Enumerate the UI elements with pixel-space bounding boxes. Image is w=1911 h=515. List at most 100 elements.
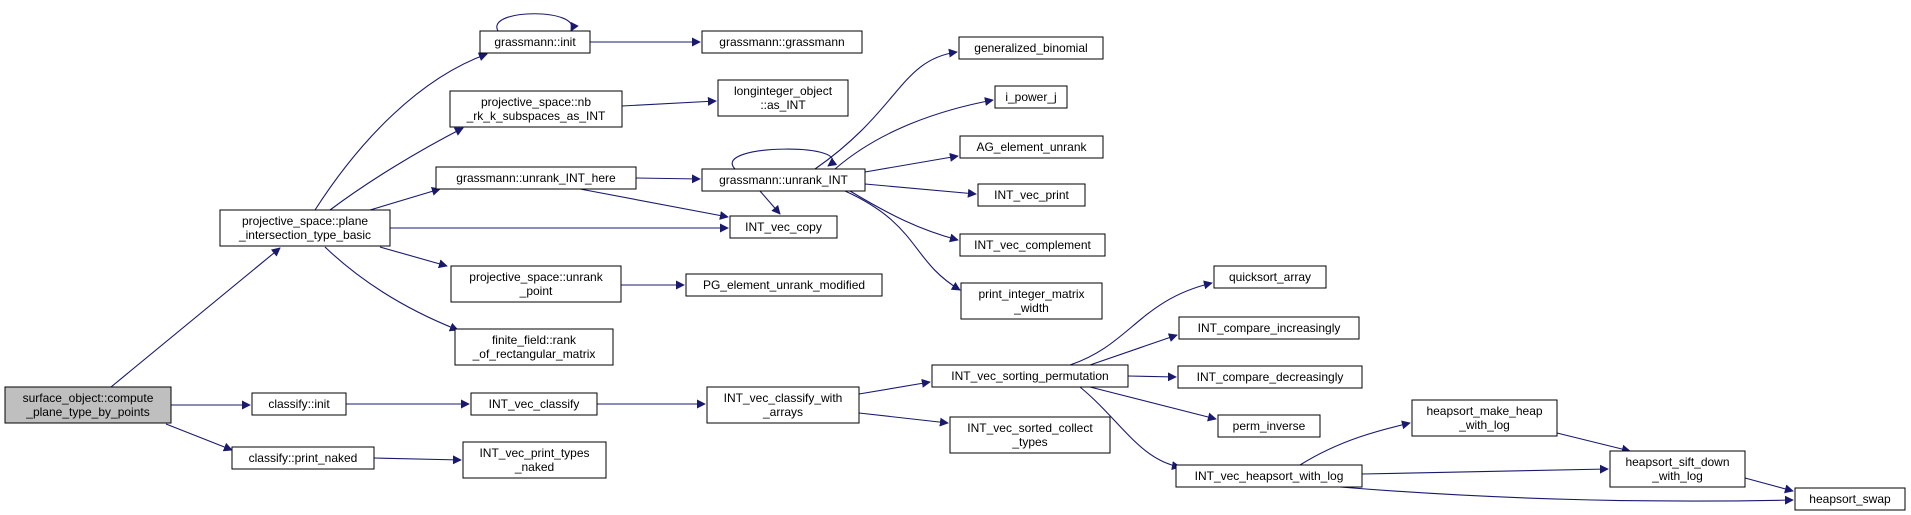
node-grass-init[interactable]: grassmann::init [479, 30, 591, 54]
edge-vec_sorting_perm-to-perm_inverse [1089, 386, 1217, 422]
node-pp-plane[interactable]: projective_space::plane_intersection_typ… [219, 209, 391, 247]
node-box[interactable] [450, 265, 622, 303]
node-label: grassmann::init [494, 35, 576, 49]
edge-path [759, 190, 781, 215]
node-quicksort[interactable]: quicksort_array [1213, 265, 1327, 289]
node-label: grassmann::unrank_INT [719, 173, 848, 187]
node-box[interactable] [462, 441, 607, 479]
edge-grass_unrank-to-ag_unrank [864, 152, 959, 173]
node-surface[interactable]: surface_object::compute_plane_type_by_po… [4, 386, 172, 424]
node-box[interactable] [470, 392, 598, 416]
node-box[interactable] [449, 90, 623, 128]
node-box[interactable] [479, 30, 591, 54]
node-ff-rank[interactable]: finite_field::rank_of_rectangular_matrix [454, 328, 614, 366]
node-vec-classify-arrays[interactable]: INT_vec_classify_with_arrays [706, 386, 860, 424]
edges-layer [110, 13, 1794, 505]
node-cmp-dec[interactable]: INT_compare_decreasingly [1177, 365, 1363, 389]
node-pp-nb-rk[interactable]: projective_space::nb_rk_k_subspaces_as_I… [449, 90, 623, 128]
node-box[interactable] [1411, 399, 1558, 437]
node-box[interactable] [959, 233, 1106, 257]
node-vec-copy[interactable]: INT_vec_copy [729, 215, 838, 239]
edge-path [1744, 477, 1794, 494]
node-cmp-inc[interactable]: INT_compare_increasingly [1178, 316, 1360, 340]
node-label: projective_space::plane [242, 214, 368, 228]
edge-path [864, 152, 959, 173]
edge-path [165, 423, 233, 452]
node-box[interactable] [251, 392, 347, 416]
node-vec-heapsort[interactable]: INT_vec_heapsort_with_log [1175, 464, 1363, 488]
node-vec-classify[interactable]: INT_vec_classify [470, 392, 598, 416]
edge-path [1089, 333, 1178, 366]
edge-grass_unrank-to-vec_print [864, 183, 977, 198]
node-classify-print[interactable]: classify::print_naked [231, 446, 375, 470]
node-box[interactable] [454, 328, 614, 366]
node-label: _with_log [1458, 418, 1510, 432]
node-box[interactable] [706, 386, 860, 424]
node-box[interactable] [931, 364, 1129, 388]
node-heap-swap[interactable]: heapsort_swap [1794, 487, 1906, 511]
node-box[interactable] [231, 446, 375, 470]
node-box[interactable] [960, 282, 1103, 320]
edge-classify_print-to-vec_print_types [373, 455, 462, 465]
node-box[interactable] [685, 273, 883, 297]
node-box[interactable] [701, 168, 866, 192]
node-label: longinteger_object [734, 84, 833, 98]
node-perm-inverse[interactable]: perm_inverse [1217, 414, 1321, 438]
node-vec-print-types[interactable]: INT_vec_print_types_naked [462, 441, 607, 479]
node-label: heapsort_swap [1809, 492, 1891, 506]
node-box[interactable] [1609, 450, 1746, 488]
node-box[interactable] [729, 215, 838, 239]
node-label: INT_vec_complement [974, 238, 1091, 252]
node-box[interactable] [701, 30, 863, 54]
node-ag-unrank[interactable]: AG_element_unrank [959, 135, 1104, 159]
node-grass-grass[interactable]: grassmann::grassmann [701, 30, 863, 54]
node-box[interactable] [717, 79, 849, 117]
node-heap-sift[interactable]: heapsort_sift_down_with_log [1609, 450, 1746, 488]
edge-path [858, 412, 949, 427]
node-vec-print[interactable]: INT_vec_print [977, 183, 1086, 207]
node-vec-sorted-collect[interactable]: INT_vec_sorted_collect_types [949, 416, 1111, 454]
node-grass-unrank-here[interactable]: grassmann::unrank_INT_here [435, 166, 637, 190]
node-box[interactable] [219, 209, 391, 247]
node-box[interactable] [1794, 487, 1906, 511]
edge-pp_plane-to-pp_nb_rk [329, 127, 464, 211]
edge-path [1556, 432, 1631, 454]
edge-path [369, 187, 441, 211]
node-pp-unrank-point[interactable]: projective_space::unrank_point [450, 265, 622, 303]
node-label: grassmann::unrank_INT_here [456, 171, 616, 185]
node-pg-unrank-mod[interactable]: PG_element_unrank_modified [685, 273, 883, 297]
node-label: grassmann::grassmann [719, 35, 844, 49]
edge-path [324, 246, 459, 332]
node-box[interactable] [1213, 265, 1327, 289]
node-box[interactable] [949, 416, 1111, 454]
node-longint-as-int[interactable]: longinteger_object::as_INT [717, 79, 849, 117]
node-box[interactable] [959, 135, 1104, 159]
node-vec-sorting-perm[interactable]: INT_vec_sorting_permutation [931, 364, 1129, 388]
node-i-power-j[interactable]: i_power_j [994, 85, 1068, 109]
edge-path [844, 190, 961, 291]
node-box[interactable] [1177, 365, 1363, 389]
edge-path [314, 52, 488, 211]
node-label: classify::print_naked [249, 451, 358, 465]
node-box[interactable] [958, 36, 1104, 60]
node-classify-init[interactable]: classify::init [251, 392, 347, 416]
node-grass-unrank[interactable]: grassmann::unrank_INT [701, 168, 866, 192]
node-box[interactable] [1178, 316, 1360, 340]
node-box[interactable] [1217, 414, 1321, 438]
node-box[interactable] [994, 85, 1068, 109]
node-label: INT_vec_classify [489, 397, 580, 411]
node-label: surface_object::compute [23, 391, 154, 405]
node-heap-make[interactable]: heapsort_make_heap_with_log [1411, 399, 1558, 437]
node-vec-complement[interactable]: INT_vec_complement [959, 233, 1106, 257]
node-label: quicksort_array [1229, 270, 1311, 284]
node-label: INT_compare_increasingly [1198, 321, 1341, 335]
node-box[interactable] [435, 166, 637, 190]
node-gen-binomial[interactable]: generalized_binomial [958, 36, 1104, 60]
node-label: print_integer_matrix [978, 287, 1084, 301]
node-box[interactable] [1175, 464, 1363, 488]
node-box[interactable] [977, 183, 1086, 207]
node-box[interactable] [4, 386, 172, 424]
node-label: heapsort_sift_down [1625, 455, 1729, 469]
node-print-int-matrix[interactable]: print_integer_matrix_width [960, 282, 1103, 320]
